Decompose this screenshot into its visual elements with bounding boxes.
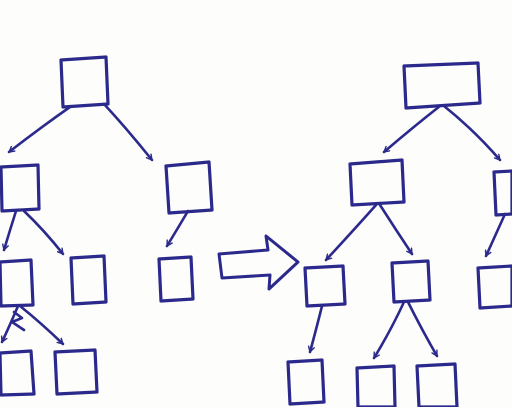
left-tree-edge-root-to-child-left [7, 105, 72, 154]
right-tree-edge-root-to-child-left [382, 104, 442, 154]
right-tree-edge-root-to-child-right [442, 104, 502, 162]
right-tree [286, 61, 512, 407]
right-tree-node-grandchild-1 [303, 264, 347, 308]
transform-arrow [217, 234, 300, 291]
right-tree-node-root [402, 61, 482, 110]
left-tree-edge-child-left-to-grandchild-2 [22, 209, 65, 256]
right-tree-edge-child-right-to-grandchild-3 [484, 212, 507, 258]
right-tree-node-great-grandchild-3 [415, 362, 459, 407]
left-tree-node-grandchild-2 [69, 254, 108, 306]
right-tree-node-grandchild-2 [390, 259, 432, 304]
right-tree-edge-child-left-to-grandchild-2 [378, 203, 414, 256]
left-tree-edge-child-left-to-grandchild-1 [4, 209, 18, 252]
right-tree-node-grandchild-3 [476, 264, 512, 310]
left-tree-edge-root-to-child-right [102, 102, 154, 162]
right-tree-node-child-right [492, 169, 512, 217]
left-tree-node-child-right [164, 160, 214, 215]
left-tree [0, 55, 214, 397]
left-tree-node-root [59, 55, 110, 109]
right-tree-edge-grandchild-1-to-great-grandchild-1 [310, 304, 324, 354]
left-tree-edge-grandchild-1-to-great-grandchild-2 [18, 304, 65, 346]
right-tree-edge-child-left-to-grandchild-1 [324, 203, 378, 262]
left-tree-edge-scribble [10, 310, 26, 332]
left-tree-node-great-grandchild-2 [53, 348, 99, 396]
left-tree-edge-child-right-to-grandchild-3 [165, 209, 190, 248]
left-tree-node-grandchild-3 [157, 255, 195, 303]
right-tree-node-child-left [348, 158, 406, 207]
left-tree-node-grandchild-1 [0, 258, 35, 308]
right-tree-edge-grandchild-2-to-great-grandchild-3 [406, 300, 439, 358]
left-tree-edge-grandchild-1-to-great-grandchild-1 [0, 304, 20, 344]
right-tree-node-great-grandchild-2 [355, 364, 397, 407]
right-tree-edge-grandchild-2-to-great-grandchild-2 [372, 300, 406, 360]
right-tree-node-great-grandchild-1 [286, 358, 326, 406]
left-tree-node-great-grandchild-1 [0, 349, 36, 397]
left-tree-node-child-left [0, 163, 41, 213]
